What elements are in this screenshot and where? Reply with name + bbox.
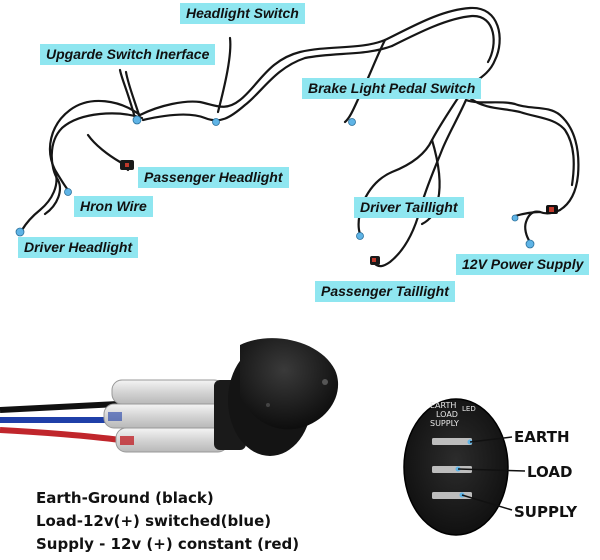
face-label-load: LOAD <box>436 410 458 419</box>
face-label-led: LED <box>462 405 476 413</box>
sleeve-blue-tip <box>108 412 122 421</box>
terminal-driver-taillight <box>356 232 364 240</box>
label-passenger-taillight: Passenger Taillight <box>315 281 455 302</box>
terminal-headlight-switch <box>212 118 220 126</box>
passenger-taillight-plug-red <box>372 258 376 262</box>
sleeve-middle <box>103 403 227 429</box>
switch-screw <box>266 403 270 407</box>
pin-earth-blade <box>432 438 472 445</box>
rocker-switch-photo <box>0 338 339 456</box>
terminal-power-supply-2 <box>511 214 519 222</box>
sleeve-top <box>111 379 225 405</box>
pointer-supply <box>461 494 513 511</box>
switch-led <box>322 379 328 385</box>
passenger-headlight-plug-red <box>125 163 129 167</box>
terminal-clips <box>15 115 535 249</box>
face-label-earth: EARTH <box>430 401 457 410</box>
switch-back-view <box>403 398 526 536</box>
label-power-supply: 12V Power Supply <box>456 254 590 275</box>
legend-supply: Supply - 12v (+) constant (red) <box>36 535 300 553</box>
legend-load: Load-12v(+) switched(blue) <box>36 512 272 530</box>
wire-color-legend: Earth-Ground (black) Load-12v(+) switche… <box>36 487 299 556</box>
sleeve-red-tip <box>120 436 134 445</box>
terminal-driver-headlight <box>15 227 25 237</box>
terminal-horn-wire <box>64 188 72 196</box>
label-driver-taillight: Driver Taillight <box>354 197 464 218</box>
wire-black <box>0 401 119 413</box>
pin-label-supply: SUPPLY <box>514 503 578 521</box>
pointer-load <box>457 468 526 472</box>
label-horn-wire: Hron Wire <box>74 196 153 217</box>
power-supply-fuse-red <box>549 207 554 212</box>
label-driver-headlight: Driver Headlight <box>18 237 139 258</box>
switch-rocker <box>240 338 339 430</box>
label-brake-light-pedal-switch: Brake Light Pedal Switch <box>302 78 482 99</box>
label-upgrade-switch-interface: Upgarde Switch Inerface <box>40 44 216 65</box>
face-label-supply: SUPPLY <box>430 419 459 428</box>
terminal-brake-switch <box>348 118 356 126</box>
switch-back-rim <box>403 398 509 536</box>
pin-load-blade <box>432 466 472 473</box>
harness-connectors <box>120 160 558 265</box>
label-headlight-switch: Headlight Switch <box>180 3 305 24</box>
pointer-earth <box>469 436 513 443</box>
legend-earth: Earth-Ground (black) <box>36 489 214 507</box>
label-passenger-headlight: Passenger Headlight <box>138 167 289 188</box>
pin-label-earth: EARTH <box>514 428 570 446</box>
terminal-power-supply <box>525 239 535 249</box>
pin-label-load: LOAD <box>527 463 573 481</box>
terminal-upgrade-interface <box>132 115 142 125</box>
wire-red <box>0 427 121 443</box>
